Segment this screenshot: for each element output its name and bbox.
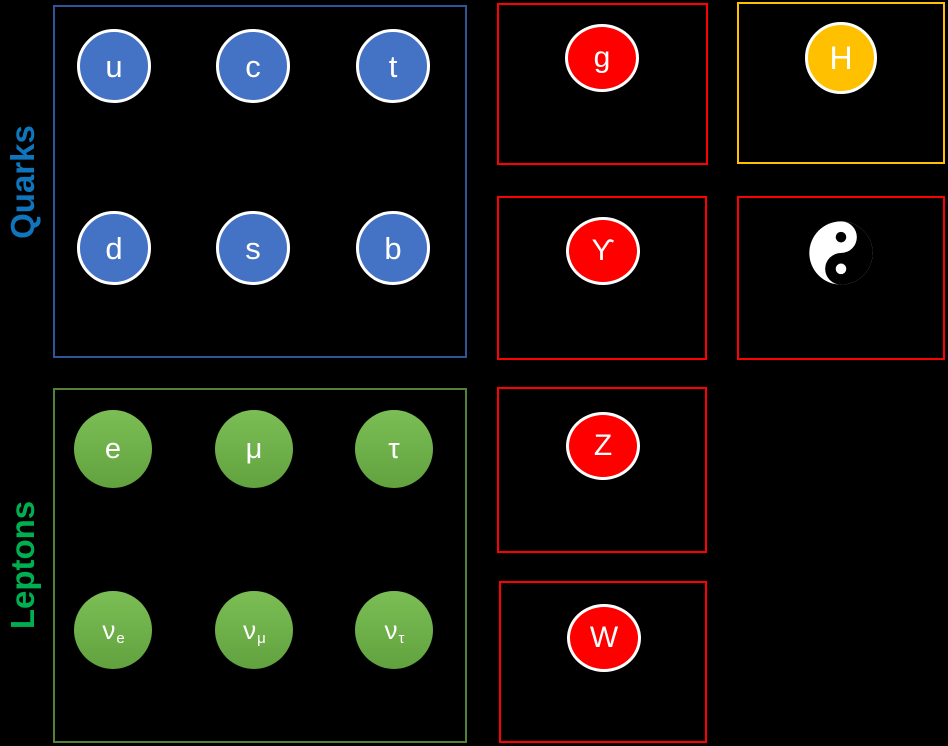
gluon-box bbox=[497, 3, 708, 165]
neutrino-subscript: τ bbox=[398, 629, 405, 647]
lepton-tau-circle: τ bbox=[355, 410, 433, 488]
gluon-circle: g bbox=[565, 24, 639, 92]
quark-c-circle: c bbox=[216, 29, 290, 103]
lepton-tau-neutrino-circle: ν τ bbox=[355, 591, 433, 669]
photon-box bbox=[497, 196, 707, 360]
photon-circle: ϒ bbox=[566, 217, 640, 285]
neutrino-symbol: ν bbox=[102, 615, 116, 645]
higgs-box bbox=[737, 2, 945, 164]
quark-u-circle: u bbox=[77, 29, 151, 103]
neutrino-subscript: e bbox=[116, 629, 125, 647]
lepton-muon-circle: μ bbox=[215, 410, 293, 488]
lepton-muon-neutrino-circle: ν μ bbox=[215, 591, 293, 669]
quarks-box bbox=[53, 5, 467, 358]
leptons-section-label: Leptons bbox=[4, 500, 41, 630]
quark-b-circle: b bbox=[356, 211, 430, 285]
neutrino-symbol: ν bbox=[384, 615, 398, 645]
yin-yang-icon bbox=[809, 221, 873, 285]
quark-t-circle: t bbox=[356, 29, 430, 103]
higgs-circle: H bbox=[805, 22, 877, 94]
yin-yang-box bbox=[737, 196, 945, 360]
w-boson-box bbox=[499, 581, 707, 743]
lepton-electron-circle: e bbox=[74, 410, 152, 488]
leptons-box bbox=[53, 388, 467, 743]
neutrino-symbol: ν bbox=[243, 615, 257, 645]
w-boson-circle: W bbox=[567, 604, 641, 672]
neutrino-subscript: μ bbox=[257, 629, 266, 647]
quarks-section-label: Quarks bbox=[4, 125, 41, 239]
quark-s-circle: s bbox=[216, 211, 290, 285]
z-boson-circle: Z bbox=[566, 412, 640, 480]
quark-d-circle: d bbox=[77, 211, 151, 285]
z-boson-box bbox=[497, 387, 707, 553]
lepton-electron-neutrino-circle: ν e bbox=[74, 591, 152, 669]
